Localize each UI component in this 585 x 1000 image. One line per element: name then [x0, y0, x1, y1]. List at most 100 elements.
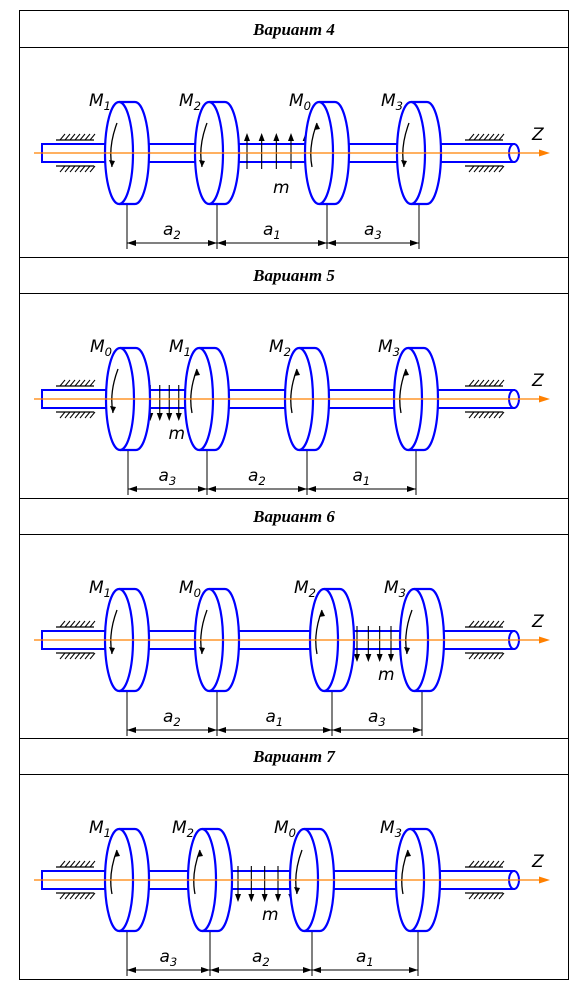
hatch-line	[468, 379, 475, 387]
dimension-arrowhead	[298, 486, 307, 492]
hatch-line	[498, 411, 505, 419]
dimension-arrowhead	[207, 486, 216, 492]
dimension-arrowhead	[318, 240, 327, 246]
hatch-line	[79, 411, 86, 419]
hatch-line	[64, 411, 71, 419]
moment-label-letter: M	[289, 91, 304, 111]
dimension-label-subscript: 1	[276, 715, 283, 729]
moment-label: M1	[89, 818, 111, 840]
distributed-moment-label: m	[169, 424, 186, 444]
hatch-line	[59, 860, 66, 868]
hatch-line	[69, 620, 76, 628]
dimension-arrowhead	[413, 727, 422, 733]
dimension-arrowhead	[127, 240, 136, 246]
row-divider	[20, 257, 568, 258]
dimension-label: a3	[368, 707, 386, 729]
dimension-arrowhead	[410, 240, 419, 246]
dimension-label-letter: a	[263, 220, 273, 240]
hatch-line	[69, 892, 76, 900]
hatch-line	[59, 892, 66, 900]
hatch-line	[473, 165, 480, 173]
distributed-arrowhead	[354, 654, 360, 662]
dimension-label-subscript: 2	[173, 715, 180, 729]
support-right-top	[465, 133, 505, 141]
dimension-arrowhead	[210, 967, 219, 973]
hatch-line	[468, 411, 475, 419]
row-divider	[20, 738, 568, 739]
hatch-line	[488, 652, 495, 660]
dimension-label-subscript: 3	[170, 955, 177, 969]
moment-label: M1	[89, 91, 111, 113]
dimension-arrowhead	[217, 240, 226, 246]
z-axis-label: Z	[531, 371, 544, 391]
moment-arrowhead	[294, 369, 300, 376]
hatch-line	[473, 892, 480, 900]
moment-label-letter: M	[90, 337, 105, 357]
hatch-line	[89, 379, 96, 387]
hatch-line	[69, 411, 76, 419]
dimension-label-letter: a	[163, 220, 173, 240]
hatch-line	[84, 379, 91, 387]
moment-label: M3	[378, 337, 400, 359]
moment-label-letter: M	[172, 818, 187, 838]
dimension-arrowhead	[407, 486, 416, 492]
moment-label-subscript: 3	[395, 826, 402, 840]
dimension-label: a2	[248, 466, 266, 488]
hatch-line	[498, 892, 505, 900]
dimension-label-letter: a	[252, 947, 262, 967]
moment-label: M0	[274, 818, 296, 840]
moment-label-subscript: 1	[184, 345, 191, 359]
hatch-line	[79, 860, 86, 868]
dimension-label-subscript: 1	[273, 228, 280, 242]
dimension-label-subscript: 1	[366, 955, 373, 969]
hatch-line	[74, 652, 81, 660]
distributed-arrowhead	[258, 133, 265, 141]
moment-arrowhead	[403, 369, 409, 376]
dimension-label-letter: a	[159, 466, 169, 486]
distributed-arrowhead	[288, 133, 294, 141]
hatch-line	[493, 411, 500, 419]
distributed-arrowhead	[388, 654, 394, 662]
hatch-line	[498, 379, 505, 387]
support-left-bottom	[56, 892, 96, 900]
dimension-arrowhead	[307, 486, 316, 492]
moment-arrowhead	[109, 647, 115, 654]
hatch-line	[478, 379, 485, 387]
dimension-label: a1	[263, 220, 281, 242]
hatch-line	[64, 652, 71, 660]
dimension-arrowhead	[332, 727, 341, 733]
distributed-moment-label: m	[378, 665, 395, 685]
dimension-arrowhead	[128, 486, 137, 492]
hatch-line	[79, 620, 86, 628]
moment-arrowhead	[197, 850, 203, 857]
hatch-line	[74, 620, 81, 628]
z-axis-label: Z	[531, 612, 544, 632]
hatch-line	[473, 652, 480, 660]
moment-label-subscript: 2	[194, 99, 201, 113]
moment-label-subscript: 3	[399, 586, 406, 600]
distributed-arrowhead	[175, 413, 182, 421]
hatch-line	[74, 379, 81, 387]
moment-label: M2	[294, 578, 316, 600]
z-axis-arrowhead	[539, 395, 550, 403]
variant-title: Вариант 5	[20, 257, 568, 294]
moment-label-subscript: 1	[104, 826, 111, 840]
moment-label-letter: M	[294, 578, 309, 598]
moment-arrowhead	[314, 123, 320, 130]
moment-label-subscript: 1	[104, 99, 111, 113]
distributed-arrowhead	[156, 413, 163, 421]
moment-label-subscript: 2	[284, 345, 291, 359]
hatch-line	[69, 165, 76, 173]
moment-arrowhead	[404, 647, 410, 654]
hatch-line	[473, 860, 480, 868]
moment-label-letter: M	[378, 337, 393, 357]
support-right-top	[465, 860, 505, 868]
support-right-top	[465, 379, 505, 387]
moment-label-subscript: 0	[194, 586, 201, 600]
hatch-line	[473, 379, 480, 387]
